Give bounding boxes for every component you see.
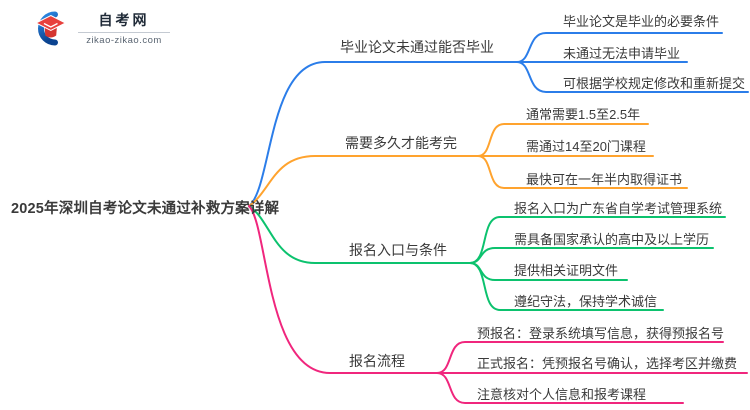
branch-2-leaf-1-line	[477, 123, 649, 157]
root-topic: 2025年深圳自考论文未通过补救方案详解	[11, 201, 280, 217]
branch-2-trunk-line	[248, 155, 654, 207]
branch-4-trunk-line	[248, 205, 748, 374]
branch-2-leaf-1: 通常需要1.5至2.5年	[526, 107, 641, 122]
branch-3-trunk-line	[248, 205, 471, 264]
site-name: 自考网	[98, 12, 150, 28]
branch-3-leaf-1: 报名入口为广东省自学考试管理系统	[514, 201, 723, 216]
branch-3-leaf-3: 提供相关证明文件	[514, 263, 619, 278]
branch-1-trunk-line	[248, 61, 688, 207]
branch-4-leaf-1: 预报名：登录系统填写信息，获得预报名号	[477, 326, 725, 341]
logo-text-block: 自考网 zikao-zikao.com	[78, 10, 170, 46]
branch-1-label: 毕业论文未通过能否毕业	[340, 39, 494, 55]
branch-4-leaf-1-line	[436, 341, 724, 374]
branch-2-label: 需要多久才能考完	[345, 135, 457, 151]
branch-3-leaf-2: 需具备国家承认的高中及以上学历	[514, 232, 710, 247]
branch-3-leaf-4-line	[469, 262, 664, 311]
site-domain: zikao-zikao.com	[86, 35, 162, 46]
branch-4-leaf-3-line	[436, 372, 684, 404]
logo-divider	[78, 32, 170, 33]
branch-1-leaf-3: 可根据学校规定修改和重新提交	[563, 76, 746, 91]
branch-2-leaf-2: 需通过14至20门课程	[526, 139, 646, 154]
graduation-cap-logo-icon	[34, 11, 67, 46]
branch-4-label: 报名流程	[349, 353, 405, 369]
site-logo: 自考网 zikao-zikao.com	[30, 8, 170, 48]
branch-1-leaf-1: 毕业论文是毕业的必要条件	[563, 14, 720, 29]
branch-2-leaf-3-line	[477, 155, 688, 189]
branch-1-leaf-2: 未通过无法申请毕业	[563, 46, 681, 61]
branch-4-leaf-2: 正式报名：凭预报名号确认，选择考区并缴费	[477, 356, 738, 371]
branch-3-label: 报名入口与条件	[349, 242, 447, 258]
branch-4-leaf-3: 注意核对个人信息和报考课程	[477, 387, 647, 402]
branch-3-leaf-4: 遵纪守法，保持学术诚信	[514, 294, 658, 309]
branch-2-leaf-3: 最快可在一年半内取得证书	[526, 172, 683, 187]
branch-1-leaf-1-line	[516, 32, 723, 63]
branch-1-leaf-3-line	[516, 61, 749, 93]
